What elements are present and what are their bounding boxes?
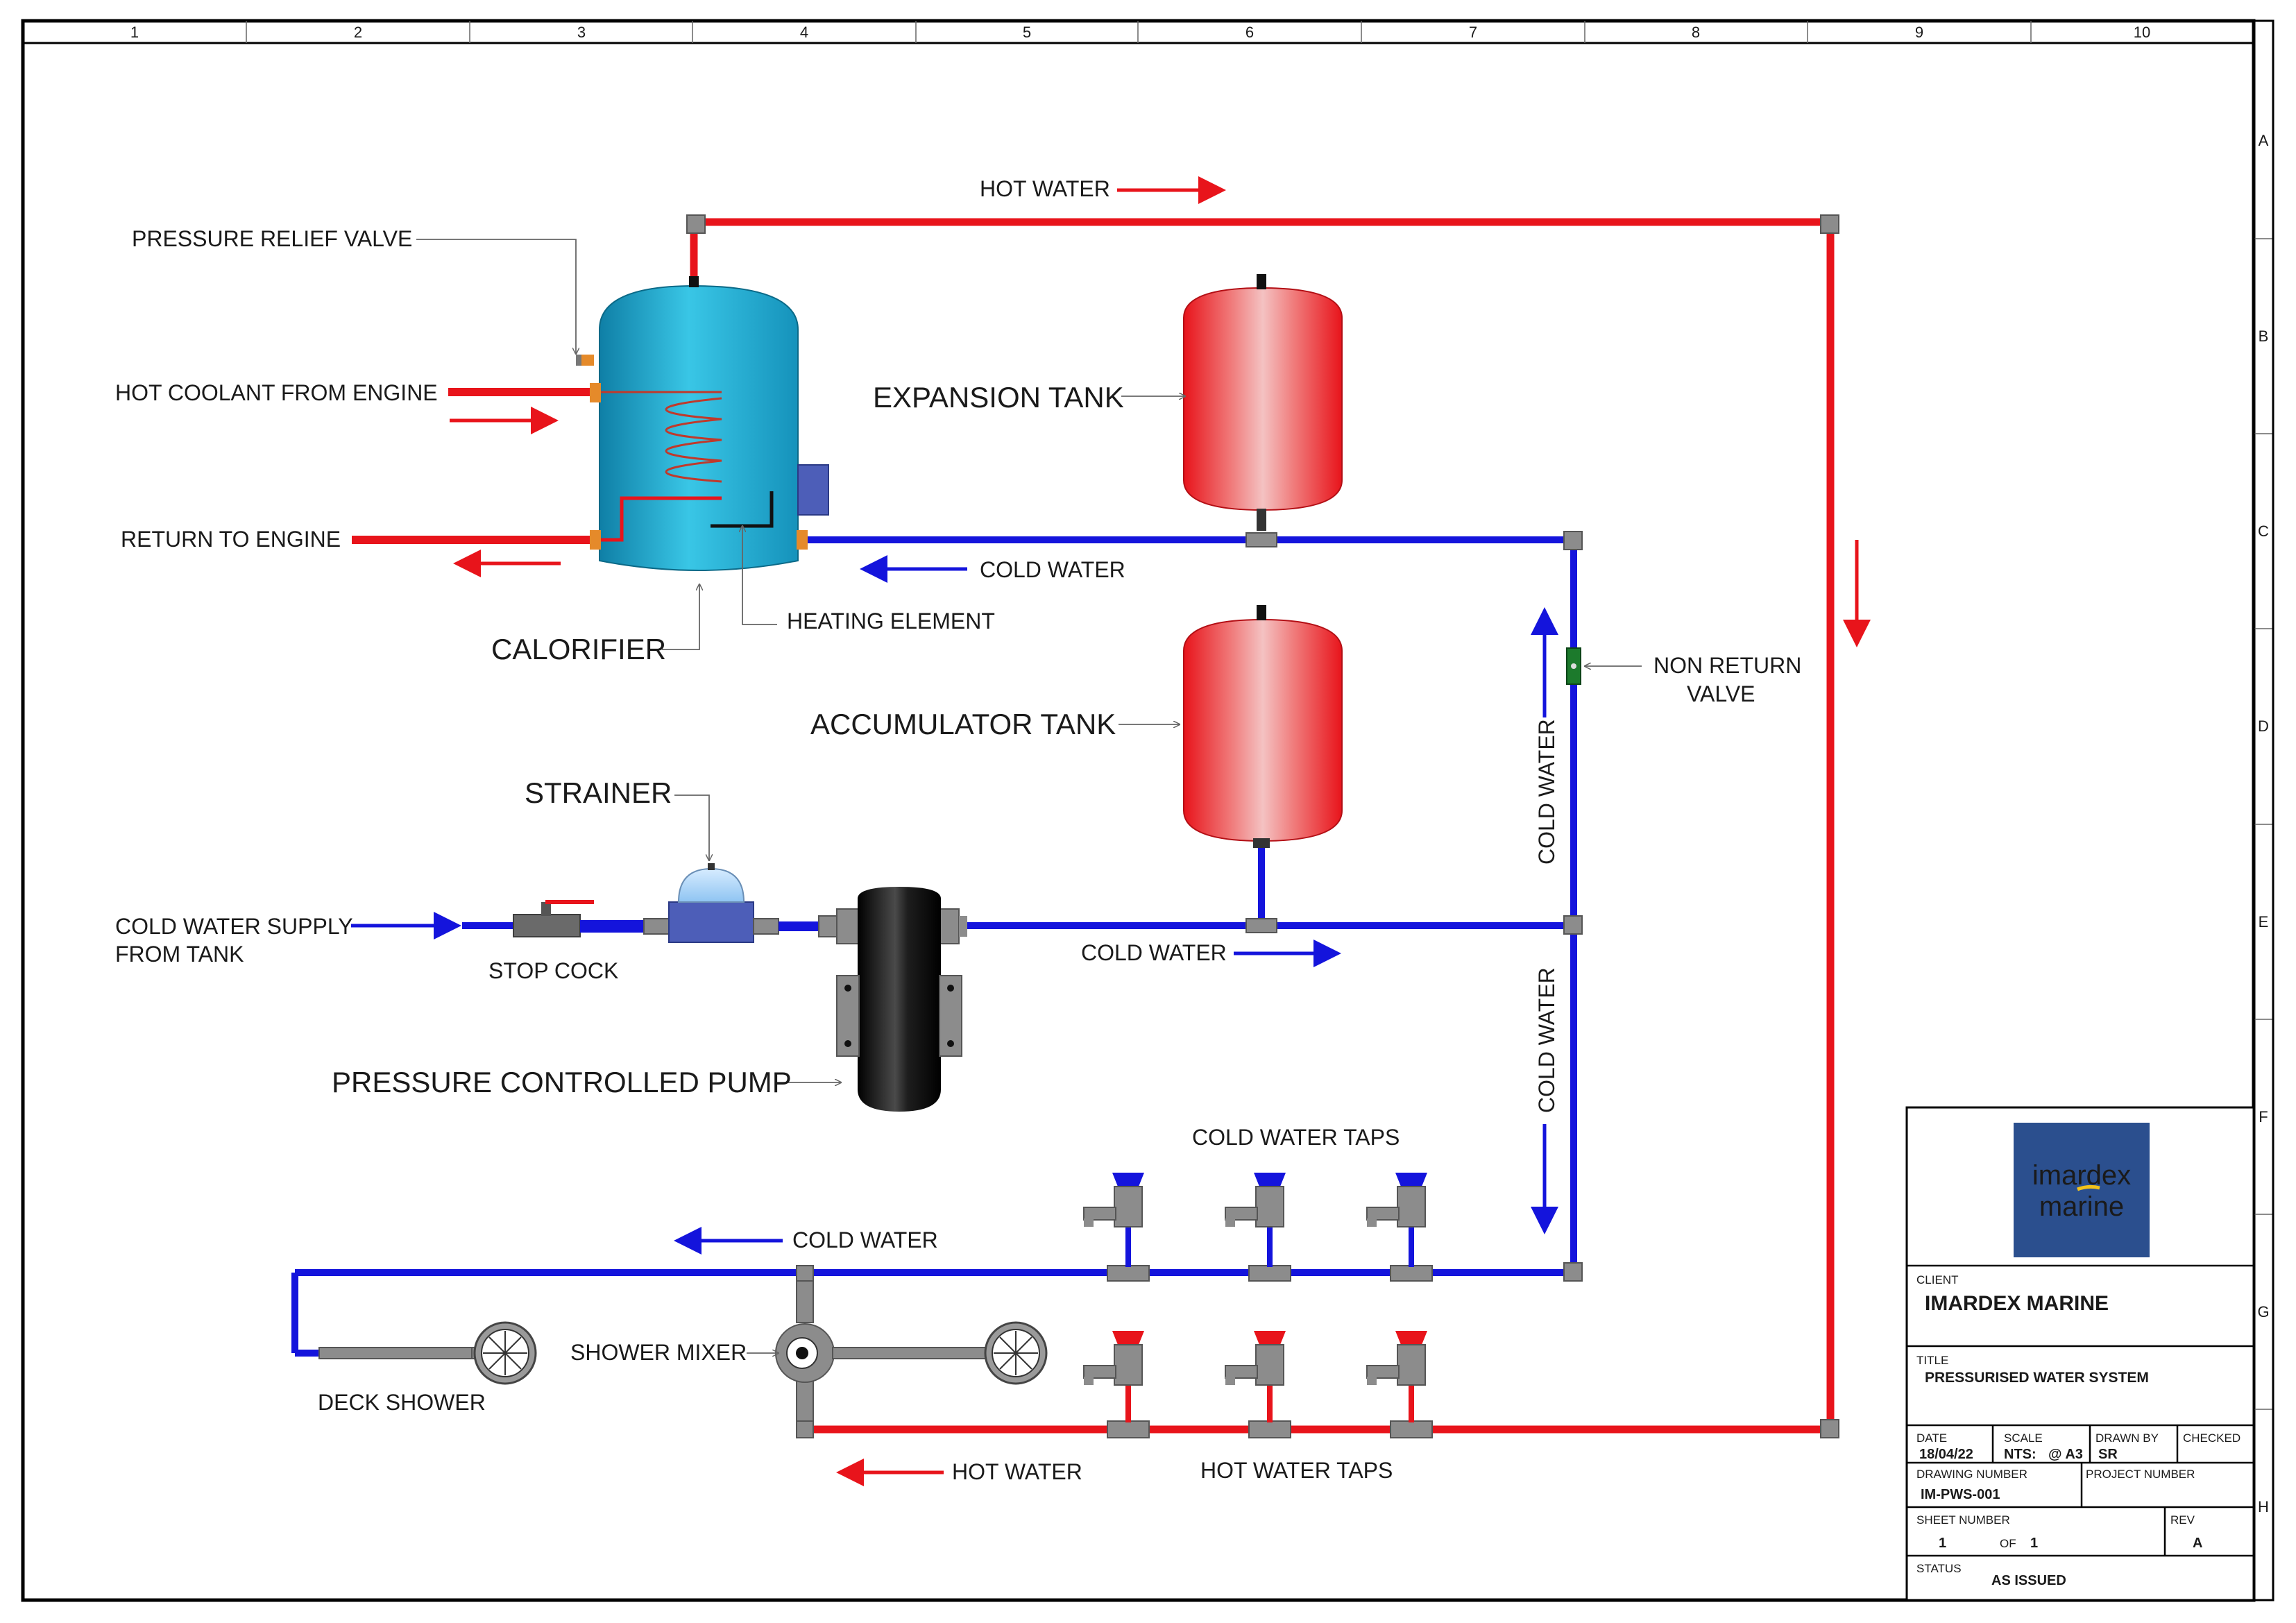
status-label: STATUS <box>1916 1562 1962 1575</box>
label-shower-mixer: SHOWER MIXER <box>570 1340 747 1365</box>
pressure-controlled-pump <box>818 887 967 1112</box>
label-non-return-valve-1: NON RETURN <box>1653 653 1801 678</box>
grid-col-9: 9 <box>1915 24 1923 41</box>
rev-value: A <box>2193 1536 2202 1551</box>
label-cold-water-upper: COLD WATER <box>980 557 1125 582</box>
cold-water-tap <box>1366 1173 1427 1267</box>
grid-row-e: E <box>2259 913 2269 931</box>
pressure-relief-valve <box>576 355 581 366</box>
grid-col-5: 5 <box>1023 24 1031 41</box>
hot-water-tap <box>1225 1331 1286 1422</box>
label-hot-coolant-from-engine: HOT COOLANT FROM ENGINE <box>115 380 438 405</box>
title-label: TITLE <box>1916 1354 1948 1367</box>
calorifier-tank <box>580 276 829 571</box>
logo-text-marine: marine <box>2039 1191 2124 1222</box>
label-accumulator-tank: ACCUMULATOR TANK <box>810 708 1116 740</box>
drawing-number-label: DRAWING NUMBER <box>1916 1468 2027 1481</box>
accumulator-tank <box>1183 605 1343 848</box>
drawing-number-value: IM-PWS-001 <box>1921 1487 2000 1502</box>
expansion-tank <box>1183 274 1343 531</box>
title-value: PRESSURISED WATER SYSTEM <box>1925 1370 2149 1386</box>
flow-arrows <box>351 176 1871 1486</box>
cold-water-tap <box>1225 1173 1286 1267</box>
label-pressure-relief-valve: PRESSURE RELIEF VALVE <box>132 226 412 251</box>
sheet-of-label: OF <box>2000 1537 2016 1550</box>
drawn-by-label: DRAWN BY <box>2095 1431 2159 1445</box>
grid-col-10: 10 <box>2134 24 2150 41</box>
date-label: DATE <box>1916 1431 1947 1445</box>
grid-col-7: 7 <box>1469 24 1477 41</box>
grid-col-8: 8 <box>1692 24 1700 41</box>
grid-col-3: 3 <box>577 24 586 41</box>
scale-value: NTS: <box>2004 1447 2036 1462</box>
grid-column-labels: 1 2 3 4 5 6 7 8 9 10 <box>130 24 2150 41</box>
checked-label: CHECKED <box>2183 1431 2240 1445</box>
grid-row-labels: A B C D E F G H <box>2257 132 2269 1515</box>
deck-shower-head <box>318 1321 537 1385</box>
sheet-of-value: 1 <box>2030 1536 2038 1551</box>
label-expansion-tank: EXPANSION TANK <box>873 381 1124 414</box>
label-cold-water-lower: COLD WATER <box>792 1227 938 1252</box>
grid-row-c: C <box>2258 522 2269 540</box>
scale-size: @ A3 <box>2048 1447 2083 1462</box>
hot-water-tap <box>1083 1331 1144 1422</box>
company-logo <box>2014 1123 2150 1257</box>
grid-col-1: 1 <box>130 24 139 41</box>
grid-row-g: G <box>2257 1303 2269 1320</box>
label-cold-water-supply-2: FROM TANK <box>115 942 244 967</box>
label-stop-cock: STOP COCK <box>488 958 618 983</box>
date-value: 18/04/22 <box>1919 1447 1973 1462</box>
client-value: IMARDEX MARINE <box>1925 1292 2109 1315</box>
pipe-fittings <box>686 214 1839 1438</box>
label-calorifier: CALORIFIER <box>491 633 666 665</box>
hot-coolant-pipes <box>352 388 590 544</box>
scale-label: SCALE <box>2004 1431 2043 1445</box>
label-cold-water-vertical-lower: COLD WATER <box>1534 967 1559 1113</box>
strainer <box>643 863 820 943</box>
stop-cock <box>513 900 644 937</box>
shower-mixer <box>775 1280 986 1422</box>
label-deck-shower: DECK SHOWER <box>318 1390 486 1415</box>
logo-text-imardex: imardex <box>2032 1160 2131 1191</box>
project-number-label: PROJECT NUMBER <box>2086 1468 2195 1481</box>
label-pressure-controlled-pump: PRESSURE CONTROLLED PUMP <box>332 1066 792 1098</box>
label-heating-element: HEATING ELEMENT <box>787 609 995 634</box>
non-return-valve <box>1566 647 1581 685</box>
grid-col-4: 4 <box>800 24 808 41</box>
sheet-number-label: SHEET NUMBER <box>1916 1513 2010 1527</box>
label-non-return-valve-2: VALVE <box>1687 681 1755 706</box>
label-cold-water-supply-1: COLD WATER SUPPLY <box>115 914 353 939</box>
grid-row-f: F <box>2259 1108 2268 1125</box>
rev-label: REV <box>2170 1513 2195 1527</box>
label-hot-water-top: HOT WATER <box>980 176 1110 201</box>
cold-water-tap <box>1083 1173 1144 1267</box>
drawn-by-value: SR <box>2098 1447 2118 1462</box>
label-cold-water-taps: COLD WATER TAPS <box>1192 1125 1400 1150</box>
label-cold-water-vertical-upper: COLD WATER <box>1534 719 1559 865</box>
grid-row-a: A <box>2259 132 2269 149</box>
grid-col-6: 6 <box>1245 24 1254 41</box>
label-cold-water-middle: COLD WATER <box>1081 940 1227 965</box>
grid-col-2: 2 <box>354 24 362 41</box>
grid-row-d: D <box>2258 717 2269 735</box>
shower-head-right <box>984 1321 1048 1385</box>
label-strainer: STRAINER <box>525 776 672 809</box>
grid-row-h: H <box>2258 1498 2269 1515</box>
hot-water-tap <box>1366 1331 1427 1422</box>
diagram-labels: HOT WATER PRESSURE RELIEF VALVE HOT COOL… <box>115 176 1801 1484</box>
label-hot-water-bottom: HOT WATER <box>952 1459 1082 1484</box>
grid-row-b: B <box>2259 328 2269 345</box>
title-block: imardex marine CLIENT IMARDEX MARINE TIT… <box>1905 1106 2255 1601</box>
label-return-to-engine: RETURN TO ENGINE <box>121 527 341 552</box>
status-value: AS ISSUED <box>1991 1573 2066 1588</box>
client-label: CLIENT <box>1916 1273 1958 1286</box>
leader-lines <box>416 239 1642 1353</box>
label-hot-water-taps: HOT WATER TAPS <box>1200 1458 1393 1483</box>
sheet-number-value: 1 <box>1939 1536 1946 1551</box>
